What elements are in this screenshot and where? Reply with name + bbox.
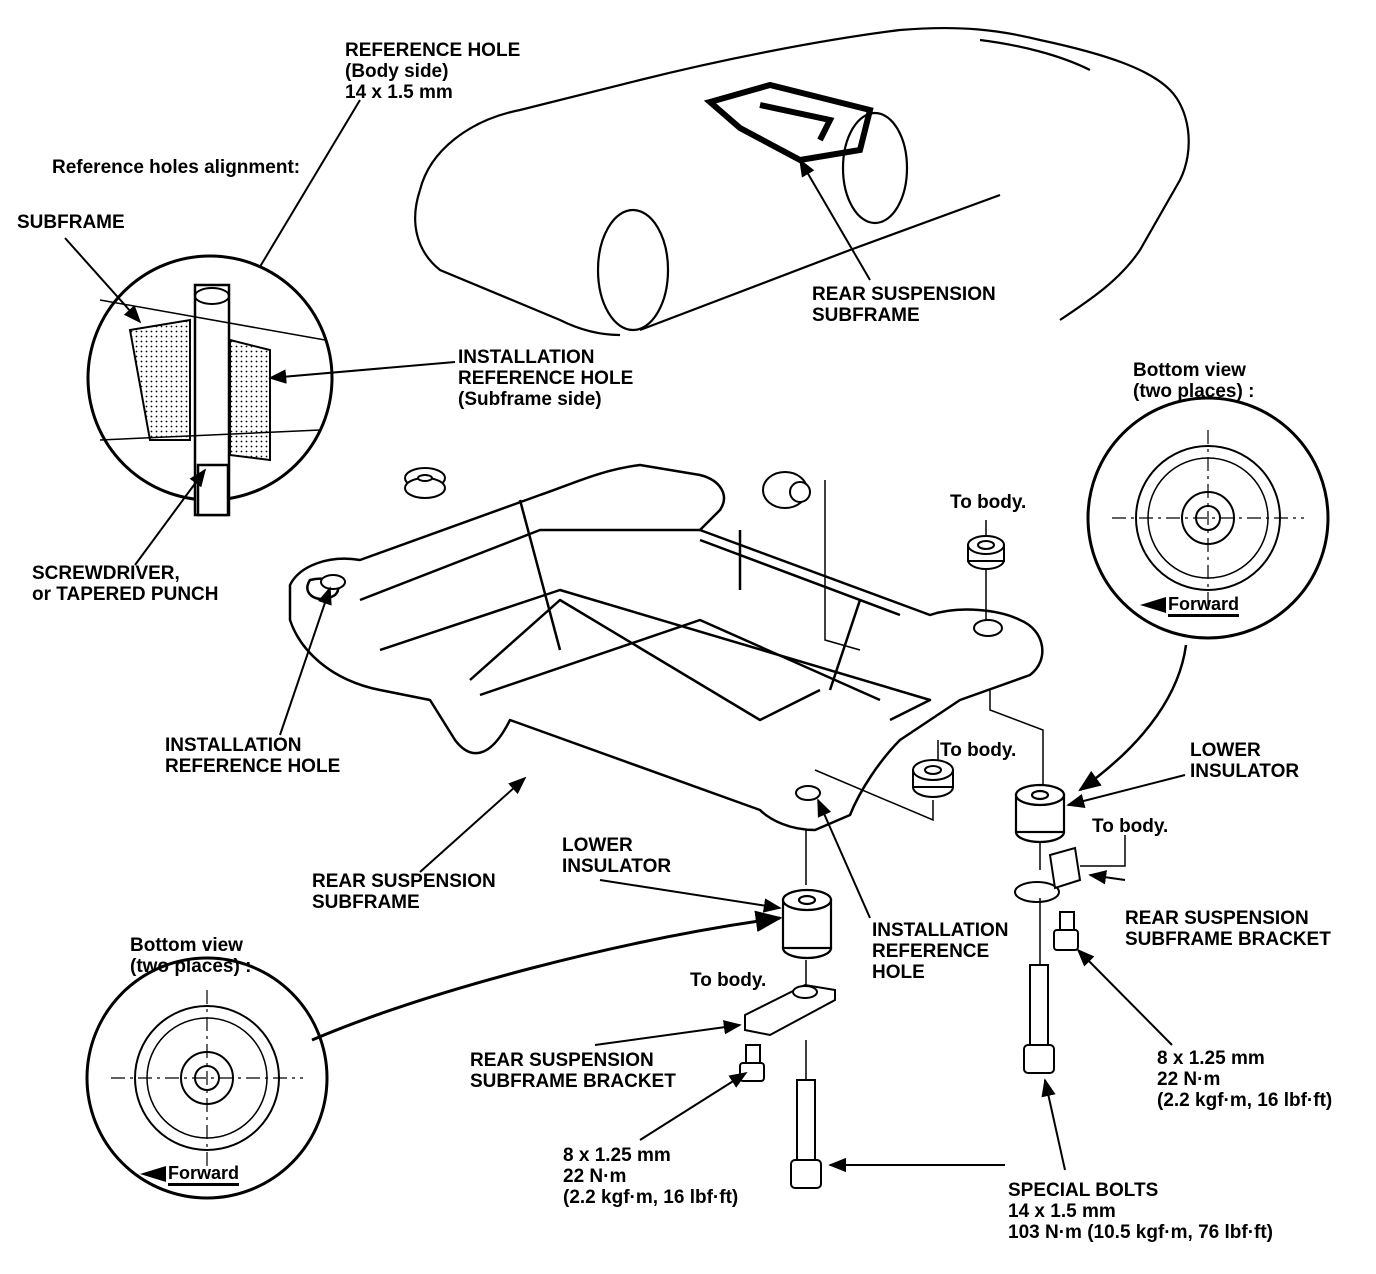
label-installation-reference-hole-subframe-side: INSTALLATION REFERENCE HOLE (Subframe si… [458,347,634,410]
lower-insulator-right [1014,783,1066,844]
main-subframe [288,463,1044,832]
small-bolt-right [1053,911,1079,951]
car-outline [414,26,1190,337]
label-rear-suspension-subframe-bracket-left: REAR SUSPENSION SUBFRAME BRACKET [470,1050,676,1092]
forward-arrow-icon [140,1166,166,1183]
label-rear-suspension-subframe-mid: REAR SUSPENSION SUBFRAME [312,871,496,913]
label-lower-insulator-right: LOWER INSULATOR [1190,740,1300,782]
label-to-body-3: To body. [1092,816,1169,837]
bracket-center [744,983,836,1037]
label-rear-suspension-subframe-bracket-right: REAR SUSPENSION SUBFRAME BRACKET [1125,908,1331,950]
forward-indicator-right: Forward [1140,594,1240,617]
label-torque-right: 8 x 1.25 mm 22 N·m (2.2 kgf·m, 16 lbf·ft… [1157,1048,1333,1111]
label-reference-hole-body: REFERENCE HOLE (Body side) 14 x 1.5 mm [345,40,521,103]
reference-alignment-detail [86,254,334,517]
label-torque-left: 8 x 1.25 mm 22 N·m (2.2 kgf·m, 16 lbf·ft… [563,1145,739,1208]
bottom-view-circle-right [1086,396,1330,640]
label-installation-reference-hole-left: INSTALLATION REFERENCE HOLE [165,735,341,777]
lower-insulator-center [781,888,833,960]
plug-cap [762,471,811,509]
label-rear-suspension-subframe-top: REAR SUSPENSION SUBFRAME [812,284,996,326]
label-to-body-4: To body. [690,970,767,991]
label-lower-insulator-center: LOWER INSULATOR [562,835,672,877]
special-bolt-center [790,1079,822,1189]
car-subframe-highlight [703,81,874,164]
label-bottom-view-left: Bottom view (two places) : [130,935,252,977]
label-reference-holes-alignment: Reference holes alignment: [52,157,301,178]
small-washer-left [404,467,446,499]
forward-arrow-icon [1140,597,1166,614]
label-installation-reference-hole-center: INSTALLATION REFERENCE HOLE [872,920,1009,983]
forward-indicator-left: Forward [140,1163,240,1186]
label-screwdriver: SCREWDRIVER, or TAPERED PUNCH [32,563,219,605]
bottom-view-circle-left [85,956,329,1200]
bracket-right [1014,846,1082,903]
upper-insulator-right [967,535,1005,570]
upper-insulator-center [912,759,954,798]
special-bolt-right [1023,964,1055,1074]
label-to-body-1: To body. [950,492,1027,513]
label-to-body-2: To body. [940,740,1017,761]
label-bottom-view-right: Bottom view (two places) : [1133,360,1255,402]
label-subframe: SUBFRAME [17,212,125,233]
label-special-bolts: SPECIAL BOLTS 14 x 1.5 mm 103 N·m (10.5 … [1008,1180,1273,1243]
